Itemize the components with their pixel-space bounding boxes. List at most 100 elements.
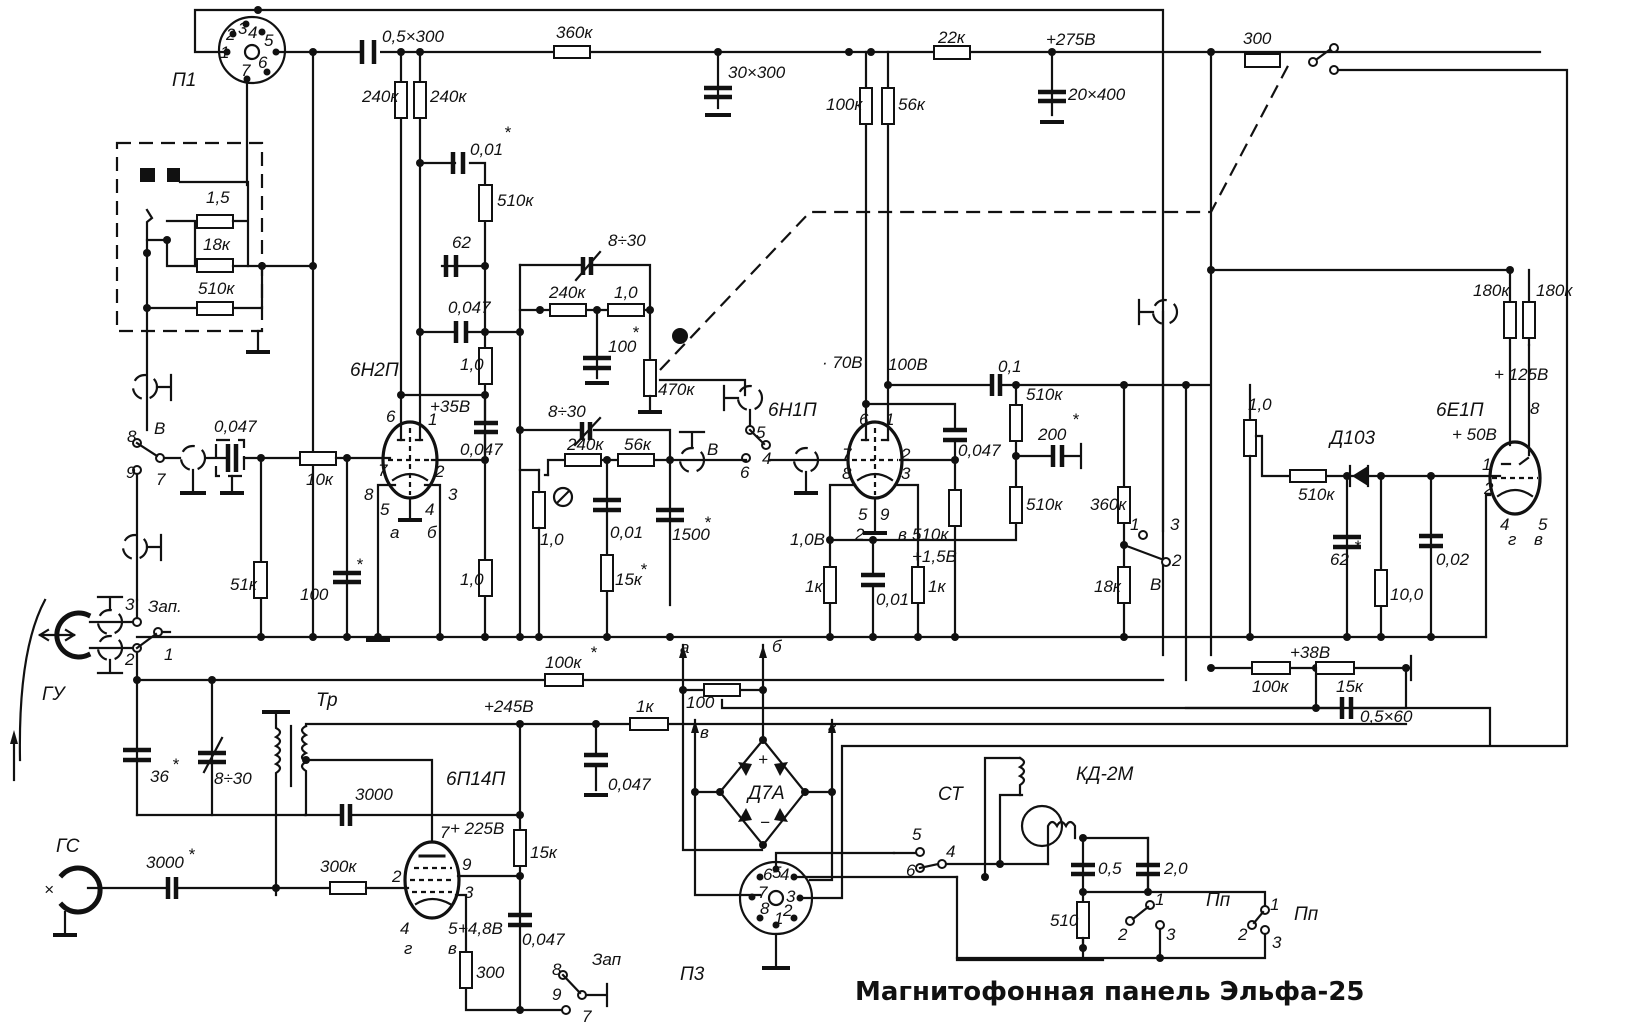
c-label: 2,0 (1163, 859, 1188, 878)
r-label: 1к (636, 697, 654, 716)
c-label: 0,047 (522, 930, 565, 949)
c-label: 0,047 (958, 441, 1001, 460)
voltage-label: +245В (484, 697, 534, 716)
r-label: 300к (320, 857, 357, 876)
c-label: 62 (1330, 550, 1349, 569)
r-label: 360к (556, 23, 593, 42)
c-label: 30×300 (728, 63, 786, 82)
c-label: 0,01 (876, 590, 909, 609)
pin-label: 9 (552, 985, 562, 1004)
voltage-label: + 225В (450, 819, 504, 838)
pin-label: 1 (1155, 890, 1164, 909)
c-label: 0,047 (608, 775, 651, 794)
diode-label: Д103 (1328, 428, 1376, 449)
st-label: СТ (938, 784, 964, 805)
r-label: 240к (566, 435, 604, 454)
pin-label: 8 (127, 427, 137, 446)
c-label: 100 (608, 337, 637, 356)
c-label: 0,02 (1436, 550, 1470, 569)
plus-mark: + (758, 750, 768, 769)
pin-label: 7 (440, 823, 450, 842)
star-mark: * (356, 555, 364, 574)
switch-label: В (707, 440, 718, 459)
r-label: 240к (361, 87, 399, 106)
pin-label: 2 (1171, 551, 1182, 570)
pin-label: 5 (1538, 515, 1548, 534)
pin-label: 6 (906, 861, 916, 880)
star-mark: * (1072, 410, 1080, 429)
pin-label: 1 (774, 909, 783, 928)
r-label: 240к (429, 87, 467, 106)
pin-label: 6 (740, 463, 750, 482)
c-label: 0,047 (460, 440, 503, 459)
pin-label: 1 (164, 645, 173, 664)
pin-label: в (700, 723, 709, 742)
pin-label: 5 (772, 863, 782, 882)
pin-label: 1 (885, 410, 894, 429)
star-mark: * (640, 560, 648, 579)
tube-label: 6Н1П (768, 400, 817, 421)
pin-label: б (427, 523, 438, 542)
bridge-label: Д7А (746, 783, 785, 804)
r-label: 10,0 (1390, 585, 1424, 604)
transformer-tr: Тр (262, 690, 338, 897)
pin-label: г (828, 717, 836, 736)
r-label: 510к (1298, 485, 1335, 504)
r-label: 100к (1252, 677, 1289, 696)
r-label: 15к (530, 843, 558, 862)
pin-label: в (1534, 530, 1543, 549)
star-mark: * (590, 643, 598, 662)
pin-label: 4 (425, 500, 434, 519)
bus-junctions (257, 633, 1435, 641)
head-gu: ГУ 3 2 (18, 595, 135, 762)
pin-label: 8 (364, 485, 374, 504)
voltage-label: +38В (1290, 643, 1330, 662)
c-label: 3000 (355, 785, 393, 804)
pin-label: 8 (552, 960, 562, 979)
pin-label: 8 (1530, 399, 1540, 418)
c-label: 8÷30 (608, 231, 646, 250)
switch-label: Зап (592, 950, 622, 969)
pin-label: 6 (386, 407, 396, 426)
r-label: 56к (898, 95, 926, 114)
tube-label: 6П14П (446, 769, 505, 790)
r-label: 1,0 (460, 570, 484, 589)
voltage-label: 100В (888, 355, 928, 374)
r-label: 180к (1473, 281, 1510, 300)
r-label: 300 (1243, 29, 1272, 48)
r-label: 510к (497, 191, 534, 210)
pin-label: 4 (1500, 515, 1509, 534)
r-label: 510 (1050, 911, 1079, 930)
pin-label: 9 (880, 505, 890, 524)
c-label: 0,1 (998, 357, 1022, 376)
r-label: 100к (545, 653, 582, 672)
pin-label: 9 (462, 855, 472, 874)
pin-label: 1 (1482, 455, 1491, 474)
pin-label: 3 (901, 464, 911, 483)
pin-label: г (404, 939, 412, 958)
pin-label: 2 (391, 867, 402, 886)
pin-label: 7 (758, 883, 768, 902)
pin-label: 7 (378, 461, 388, 480)
c-label: 62 (452, 233, 471, 252)
r-label: 1,0 (460, 355, 484, 374)
diagram-title: Магнитофонная панель Эльфа-25 (855, 977, 1365, 1007)
switch-label: В (1150, 575, 1161, 594)
pin-label: 7 (241, 61, 251, 80)
pin-label: 2 (434, 462, 445, 481)
star-mark: * (632, 323, 640, 342)
r-label: 1к (805, 577, 823, 596)
pin-label: 2 (782, 901, 793, 920)
star-mark: * (504, 123, 512, 142)
pin-label: 1 (1270, 895, 1279, 914)
c-label: 0,01 (610, 523, 643, 542)
r-label: 510к (1026, 385, 1063, 404)
switch-label: Зап. (148, 597, 182, 616)
r-label: 18к (203, 235, 231, 254)
r-label: 51к (230, 575, 258, 594)
pin-label: 7 (156, 470, 166, 489)
c-label: 20×400 (1067, 85, 1126, 104)
pin-label: 5 (380, 500, 390, 519)
c-label: 0,5×300 (382, 27, 444, 46)
